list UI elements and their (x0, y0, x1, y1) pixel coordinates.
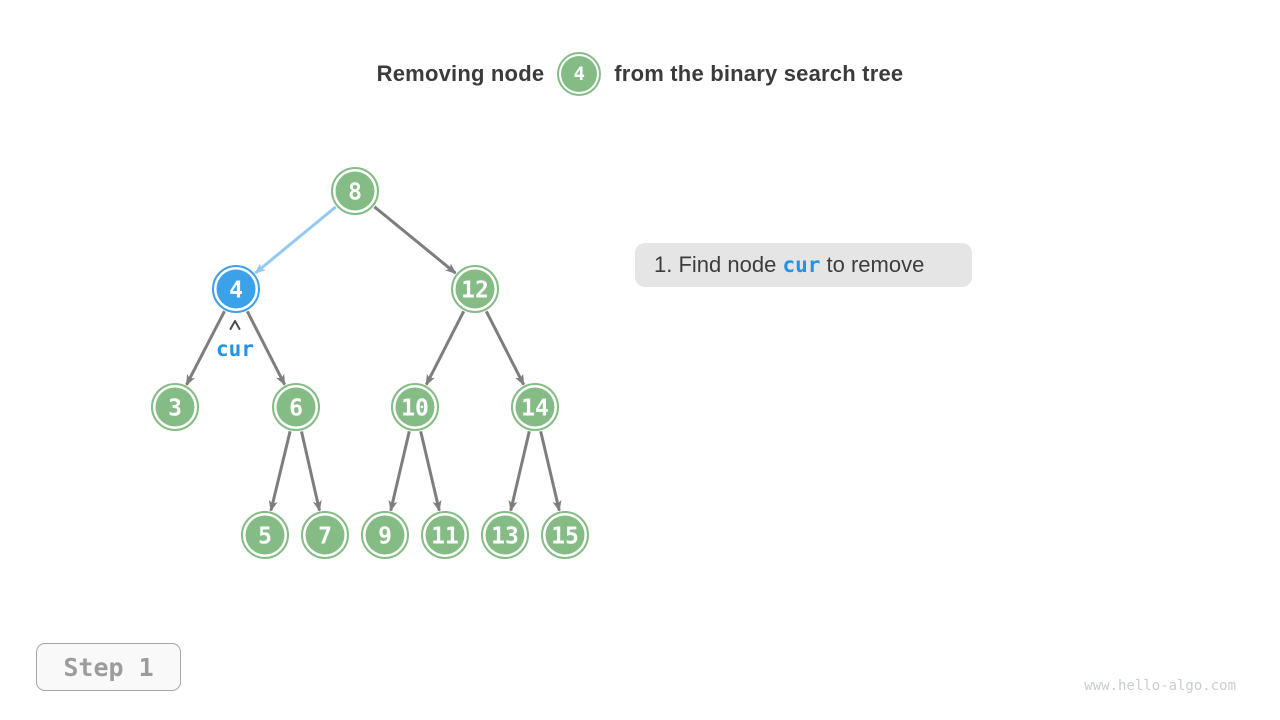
edge-10-9 (388, 430, 411, 512)
title-suffix: from the binary search tree (614, 61, 904, 86)
edge-14-15 (539, 430, 562, 512)
node-ring (301, 511, 349, 559)
node-disc (305, 515, 345, 555)
node-ring (541, 511, 589, 559)
tree-node-14: 14 (511, 383, 559, 431)
node-value: 11 (431, 523, 459, 549)
node-value: 13 (491, 523, 519, 549)
tree-node-13: 13 (481, 511, 529, 559)
step-label: Step 1 (63, 652, 154, 682)
tree-node-12: 12 (451, 265, 499, 313)
annotation-box: 1. Find node cur to remove (635, 243, 972, 287)
node-ring (481, 511, 529, 559)
tree-nodes: 8 4 12 3 6 10 14 5 7 9 11 13 15 (151, 167, 589, 559)
edge-8-4 (254, 205, 337, 275)
node-disc (395, 387, 435, 427)
node-ring (421, 511, 469, 559)
node-disc (545, 515, 585, 555)
tree-node-6: 6 (272, 383, 320, 431)
node-ring (212, 265, 260, 313)
node-ring (451, 265, 499, 313)
title-prefix: Removing node (376, 61, 545, 86)
node-value: 3 (168, 395, 182, 421)
edge-12-10 (424, 310, 466, 386)
node-value: 8 (348, 179, 362, 205)
annotation-text-before: 1. Find node (654, 252, 783, 277)
cur-caret-icon (229, 320, 241, 330)
node-disc (335, 171, 375, 211)
edge-14-13 (508, 430, 531, 512)
edge-12-14 (484, 310, 526, 386)
node-value: 4 (229, 277, 243, 303)
node-ring (272, 383, 320, 431)
node-ring (511, 383, 559, 431)
tree-node-11: 11 (421, 511, 469, 559)
node-ring (241, 511, 289, 559)
node-ring (151, 383, 199, 431)
cur-pointer-label: cur (216, 337, 254, 361)
tree-edges (185, 205, 562, 512)
node-value: 15 (551, 523, 579, 549)
edge-4-3 (185, 310, 226, 386)
watermark: www.hello-algo.com (1084, 678, 1236, 694)
node-disc (485, 515, 525, 555)
node-disc (515, 387, 555, 427)
node-disc (276, 387, 316, 427)
node-ring (391, 383, 439, 431)
tree-node-7: 7 (301, 511, 349, 559)
tree-node-15: 15 (541, 511, 589, 559)
node-value: 10 (401, 395, 429, 421)
node-value: 7 (318, 523, 332, 549)
step-badge: Step 1 (36, 643, 181, 691)
node-value: 14 (521, 395, 549, 421)
node-value: 6 (289, 395, 303, 421)
node-disc (245, 515, 285, 555)
edge-8-12 (373, 205, 457, 275)
node-ring (361, 511, 409, 559)
edge-6-5 (268, 430, 292, 512)
figure-title: Removing node 4 from the binary search t… (0, 50, 1280, 98)
title-node-circle: 4 (557, 52, 602, 96)
edge-4-6 (245, 310, 287, 386)
cur-pointer: cur (216, 320, 254, 361)
node-ring (331, 167, 379, 215)
tree-node-5: 5 (241, 511, 289, 559)
tree-node-4: 4 (212, 265, 260, 313)
node-disc (216, 269, 256, 309)
title-node-value: 4 (561, 56, 598, 92)
edge-10-11 (419, 430, 442, 512)
node-disc (155, 387, 195, 427)
annotation-cur-keyword: cur (782, 253, 821, 277)
node-disc (365, 515, 405, 555)
edge-6-7 (300, 431, 322, 512)
node-disc (455, 269, 495, 309)
tree-node-3: 3 (151, 383, 199, 431)
node-value: 9 (378, 523, 392, 549)
node-value: 12 (461, 277, 489, 303)
node-value: 5 (258, 523, 272, 549)
annotation-text-after: to remove (820, 252, 925, 277)
node-disc (425, 515, 465, 555)
tree-node-10: 10 (391, 383, 439, 431)
tree-node-8: 8 (331, 167, 379, 215)
tree-node-9: 9 (361, 511, 409, 559)
